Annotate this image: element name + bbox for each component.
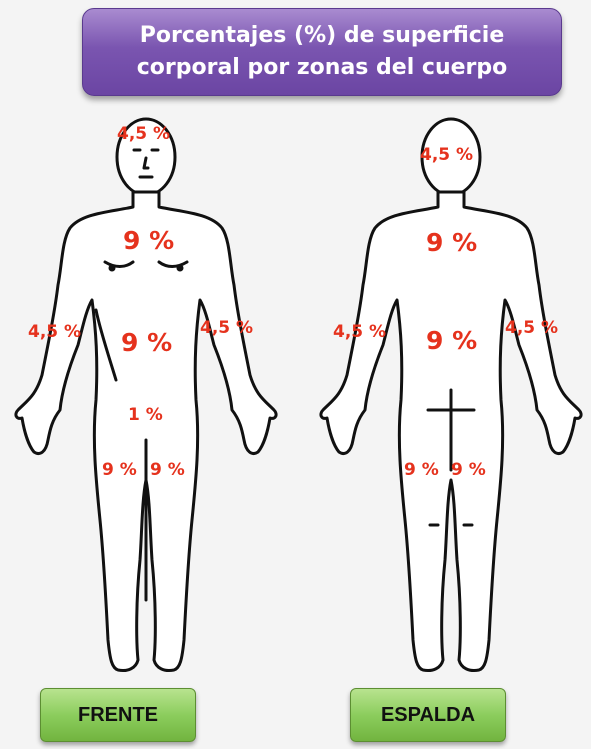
back-lower-label: 9 % xyxy=(426,326,477,355)
front-right-arm-label: 4,5 % xyxy=(28,322,81,342)
back-right-leg-label: 9 % xyxy=(451,460,486,480)
back-right-arm-label: 4,5 % xyxy=(505,318,558,338)
front-chest-label: 9 % xyxy=(123,226,174,255)
front-head-label: 4,5 % xyxy=(117,124,170,144)
back-left-arm-label: 4,5 % xyxy=(333,322,386,342)
front-abdomen-label: 9 % xyxy=(121,328,172,357)
back-head-label: 4,5 % xyxy=(420,145,473,165)
front-right-leg-label: 9 % xyxy=(102,460,137,480)
back-upper-label: 9 % xyxy=(426,228,477,257)
front-button[interactable]: FRENTE xyxy=(40,688,196,742)
back-button[interactable]: ESPALDA xyxy=(350,688,506,742)
front-left-leg-label: 9 % xyxy=(150,460,185,480)
front-left-arm-label: 4,5 % xyxy=(200,318,253,338)
back-left-leg-label: 9 % xyxy=(404,460,439,480)
front-genitals-label: 1 % xyxy=(128,405,163,425)
